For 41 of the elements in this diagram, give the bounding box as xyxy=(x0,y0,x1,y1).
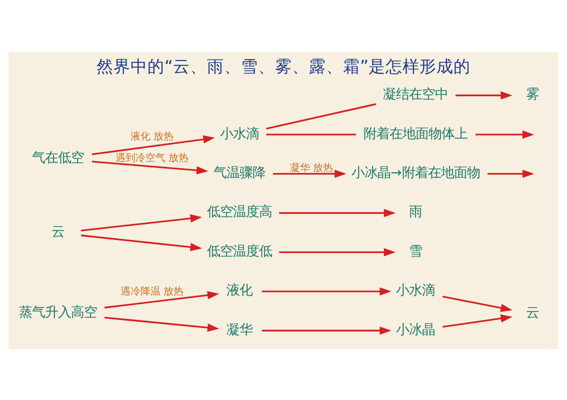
node-text: 小冰晶→附着在地面物 xyxy=(352,165,480,180)
node-text: 低空温度高 xyxy=(206,204,272,220)
node-text: 气在低空 xyxy=(32,150,84,166)
arrow xyxy=(80,214,202,231)
node-text: 附着在地面物体上 xyxy=(364,126,468,142)
node-text: 云 xyxy=(526,306,540,321)
arrow xyxy=(104,290,220,308)
node-text: 雪 xyxy=(409,244,422,259)
arrow xyxy=(262,286,392,296)
node-text: 凝华 xyxy=(226,322,252,338)
node-text: 蒸气升入高空 xyxy=(19,304,98,320)
arrow xyxy=(262,326,392,334)
node-text: 雾 xyxy=(526,87,540,102)
arrow xyxy=(279,248,396,256)
arrow xyxy=(80,234,202,251)
node-text: 液化 xyxy=(226,283,252,298)
node-text: 云 xyxy=(52,224,65,240)
arrow xyxy=(456,90,512,99)
connector xyxy=(266,102,376,130)
node-text: 小水滴 xyxy=(396,283,436,298)
node-text: 小冰晶 xyxy=(396,322,436,338)
node-text: 凝结在空中 xyxy=(383,87,448,102)
arrow xyxy=(273,169,346,178)
arrow xyxy=(475,130,534,138)
node-text: 雨 xyxy=(409,204,422,220)
arrow xyxy=(488,169,534,178)
arrow xyxy=(104,316,220,332)
arrow xyxy=(92,134,215,155)
arrow xyxy=(279,208,396,217)
edge-label: 液化 放热 xyxy=(130,130,174,142)
connector xyxy=(266,133,356,135)
node-text: 小水滴 xyxy=(220,126,259,142)
diagram-title: 然界中的“云、雨、雪、雾、露、霜”是怎样形成的 xyxy=(96,56,471,76)
node-text: 低空温度低 xyxy=(206,244,272,259)
edge-label: 遇冷降温 放热 xyxy=(120,286,184,297)
arrow xyxy=(442,295,512,312)
arrow xyxy=(92,160,208,174)
node-text: 气温骤降 xyxy=(213,165,266,180)
edge-label: 遇到冷空气 放热 xyxy=(116,152,189,164)
edge-label: 凝华 放热 xyxy=(290,162,334,174)
arrow xyxy=(442,314,512,328)
